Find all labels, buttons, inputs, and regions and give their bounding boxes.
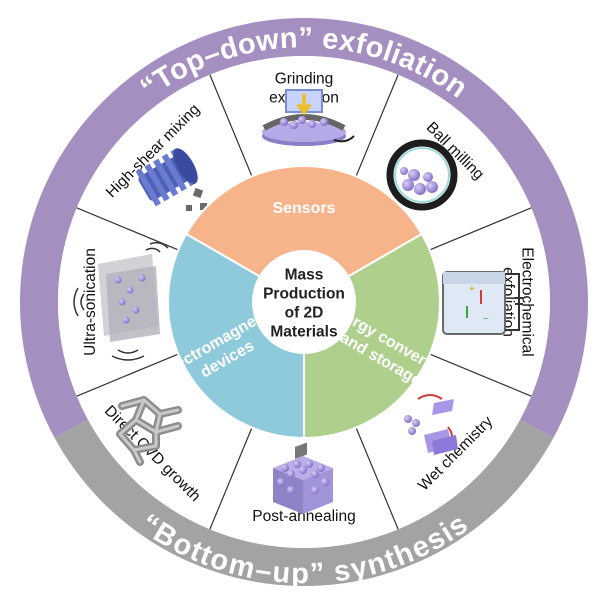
method-label-line: Post-annealing <box>252 508 355 525</box>
grinding-illustration <box>262 89 355 146</box>
method-divider <box>209 74 253 177</box>
method-label-line: Grinding <box>275 71 334 88</box>
center-label-line: Materials <box>270 324 337 341</box>
method-divider <box>429 207 532 251</box>
method-divider <box>355 74 399 177</box>
wet-chemistry-illustration <box>404 394 458 455</box>
method-label: Ultra-sonication <box>82 248 99 356</box>
method-dividers <box>76 74 532 530</box>
bottom-up-ring <box>54 419 554 586</box>
method-label: Post-annealing <box>252 508 355 525</box>
method-label-line: Electrochemical <box>519 247 536 356</box>
method-label-line: Ultra-sonication <box>82 248 99 356</box>
application-label-line: Sensors <box>272 200 335 217</box>
method-divider <box>76 353 179 397</box>
outer-ring <box>19 17 588 586</box>
post-annealing-illustration <box>273 442 333 514</box>
ultra-sonication-illustration <box>73 241 169 361</box>
center-circle <box>252 250 356 354</box>
center-label-line: Production <box>263 286 345 303</box>
cvd-foam-illustration <box>116 396 182 466</box>
center-label-line: Mass <box>285 267 324 284</box>
high-shear-illustration <box>135 148 207 211</box>
application-label: Sensors <box>272 200 335 217</box>
ball-milling-illustration <box>386 139 458 211</box>
method-divider <box>209 427 253 530</box>
svg-text:+: + <box>469 284 475 295</box>
svg-text:−: − <box>483 314 489 325</box>
application-sector <box>184 165 424 304</box>
electrochemical-illustration: + − <box>442 271 523 335</box>
method-divider <box>355 427 399 530</box>
center-label-line: of 2D <box>285 305 324 322</box>
method-divider <box>429 353 532 397</box>
